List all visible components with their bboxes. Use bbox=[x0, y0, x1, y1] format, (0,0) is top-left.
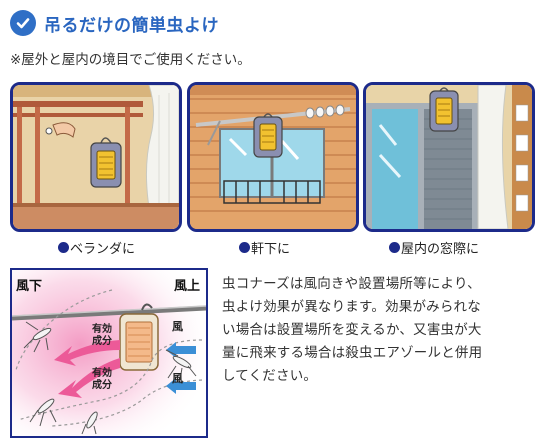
description-line: い場合は設置場所を変えるか、又害虫が大 bbox=[222, 322, 482, 338]
active-ingredient-label: 有効 成分 bbox=[92, 368, 112, 391]
bullet-icon bbox=[58, 242, 69, 253]
wind-label: 風 bbox=[172, 320, 183, 333]
mosquito-icon bbox=[23, 321, 197, 435]
scene-window bbox=[363, 82, 535, 232]
check-icon bbox=[10, 10, 36, 36]
bug-repeller-icon bbox=[90, 142, 122, 188]
scene-veranda bbox=[10, 82, 182, 232]
bullet-icon bbox=[239, 242, 250, 253]
usage-note: ※屋外と屋内の境目でご使用ください。 bbox=[10, 52, 251, 68]
bullet-icon bbox=[389, 242, 400, 253]
caption-window: 屋内の窓際に bbox=[389, 238, 479, 257]
wind-label: 風 bbox=[172, 372, 183, 385]
wind-diagram: 風下 風上 風 風 有効 成分 有効 成分 bbox=[10, 268, 208, 438]
page-header: 吊るだけの簡単虫よけ bbox=[10, 8, 219, 38]
caption-veranda: ベランダに bbox=[58, 238, 135, 257]
description-text: 虫コナーズは風向きや設置場所等により、 虫よけ効果が異なります。効果がみられな … bbox=[222, 273, 542, 388]
description-line: してください。 bbox=[222, 368, 318, 384]
active-ingredient-label: 有効 成分 bbox=[92, 324, 112, 347]
scene-eaves bbox=[187, 82, 359, 232]
caption-eaves: 軒下に bbox=[239, 238, 290, 257]
windward-label: 風上 bbox=[173, 279, 200, 294]
description-line: 虫よけ効果が異なります。効果がみられな bbox=[222, 299, 481, 315]
leeward-label: 風下 bbox=[16, 279, 43, 294]
description-line: 虫コナーズは風向きや設置場所等により、 bbox=[222, 276, 481, 292]
description-line: 量に飛来する場合は殺虫エアゾールと併用 bbox=[222, 345, 483, 361]
page-title: 吊るだけの簡単虫よけ bbox=[44, 15, 219, 36]
bug-repeller-icon bbox=[119, 313, 159, 371]
